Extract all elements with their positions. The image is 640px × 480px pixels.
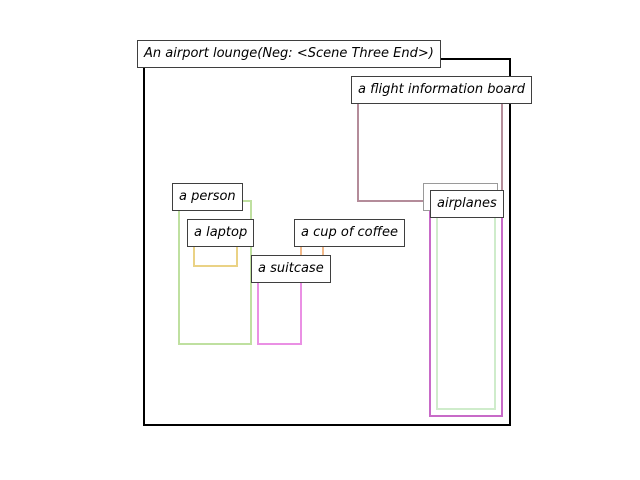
diagram-title: An airport lounge(Neg: <Scene Three End>… <box>137 40 441 68</box>
label-person: a person <box>172 183 243 211</box>
box-window <box>436 204 496 410</box>
box-suitcase <box>257 275 302 345</box>
label-laptop: a laptop <box>187 219 255 247</box>
label-suitcase: a suitcase <box>251 255 331 283</box>
label-flight-board: a flight information board <box>351 76 532 104</box>
label-airplanes: airplanes <box>430 190 504 218</box>
label-coffee: a cup of coffee <box>294 219 406 247</box>
box-airplanes <box>429 210 503 417</box>
